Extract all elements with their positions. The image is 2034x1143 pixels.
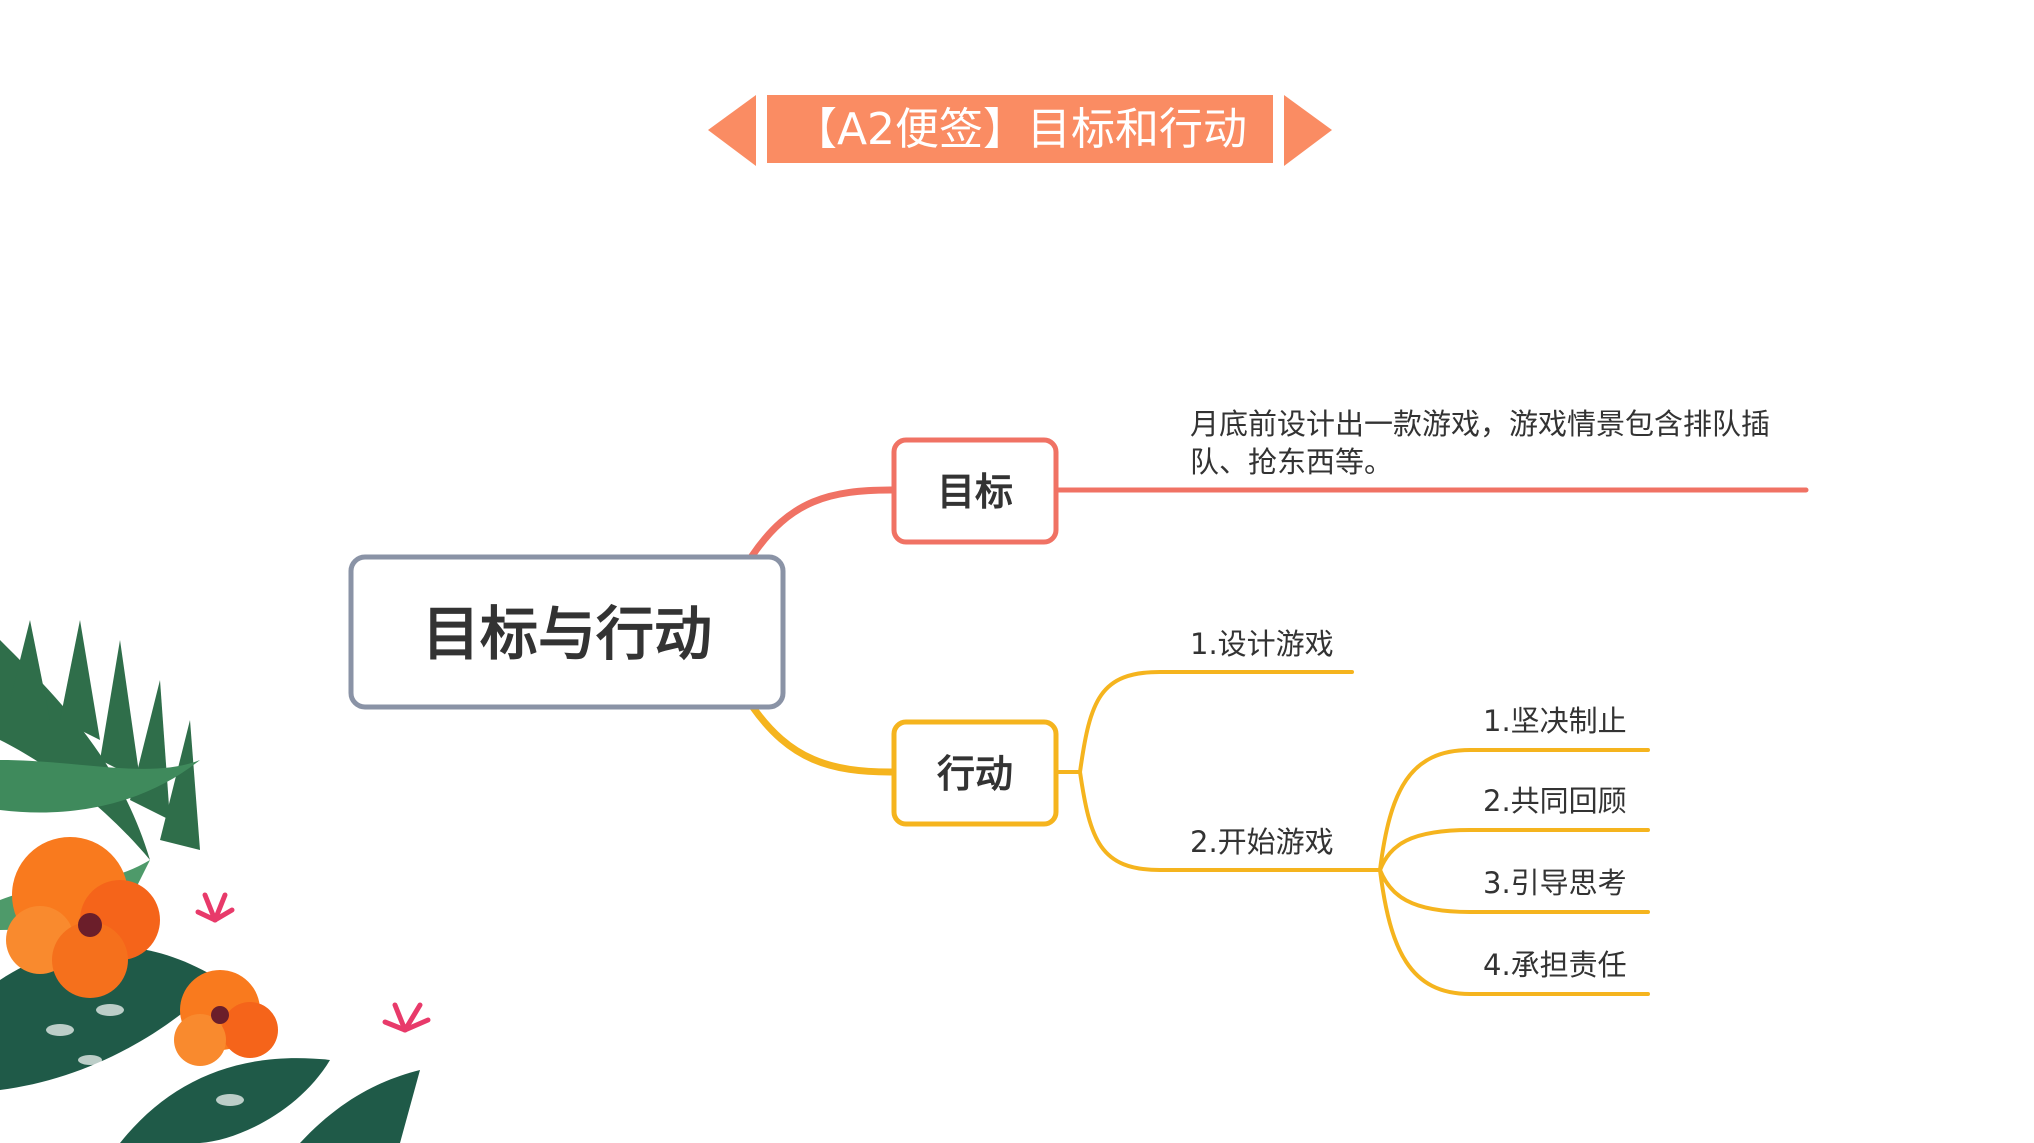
decoration-tropical [0,620,431,1143]
root-node[interactable]: 目标与行动 [348,554,786,710]
banner: 【A2便签】目标和行动 [708,95,1332,166]
action-child-label[interactable]: 2.开始游戏 [1190,825,1334,859]
goal-detail-line-2: 队、抢东西等。 [1190,445,1393,479]
pink-sprig-icon [195,892,431,1033]
banner-right-arrow-icon [1284,95,1332,166]
action-grandchild-label[interactable]: 3.引导思考 [1483,866,1627,900]
connector-child2-gc2 [1378,828,1650,872]
connector-action-child1 [1054,670,1354,774]
connector-root-action [748,702,896,776]
action-node-label: 行动 [937,752,1013,796]
action-node-box [891,719,1059,827]
root-node-box [348,554,786,710]
palm-leaf-icon [46,1004,244,1106]
goal-detail-line-1: 月底前设计出一款游戏，游戏情景包含排队插 [1190,407,1770,441]
connector-child2-gc4 [1378,868,1650,996]
connector-child2-gc3 [1378,868,1650,914]
action-child-label[interactable]: 1.设计游戏 [1190,627,1334,661]
hibiscus-flower-icon [6,837,160,998]
connector-child2-gc1 [1378,748,1650,872]
action-grandchild-label[interactable]: 4.承担责任 [1483,948,1627,982]
banner-left-arrow-icon [708,95,756,166]
banner-box [767,95,1273,163]
hibiscus-flower-icon [174,970,278,1066]
action-node[interactable]: 行动 [891,719,1059,827]
goal-node-box [891,437,1059,545]
action-grandchild-label[interactable]: 2.共同回顾 [1483,784,1627,818]
action-grandchild-label[interactable]: 1.坚决制止 [1483,704,1627,738]
goal-node-label: 目标 [937,470,1013,514]
connectors [748,486,1809,996]
root-node-label: 目标与行动 [422,600,712,668]
banner-title: 【A2便签】目标和行动 [793,104,1247,155]
connector-root-goal [748,486,896,560]
connector-action-child2 [1078,770,1382,872]
goal-node[interactable]: 目标 [891,437,1059,545]
